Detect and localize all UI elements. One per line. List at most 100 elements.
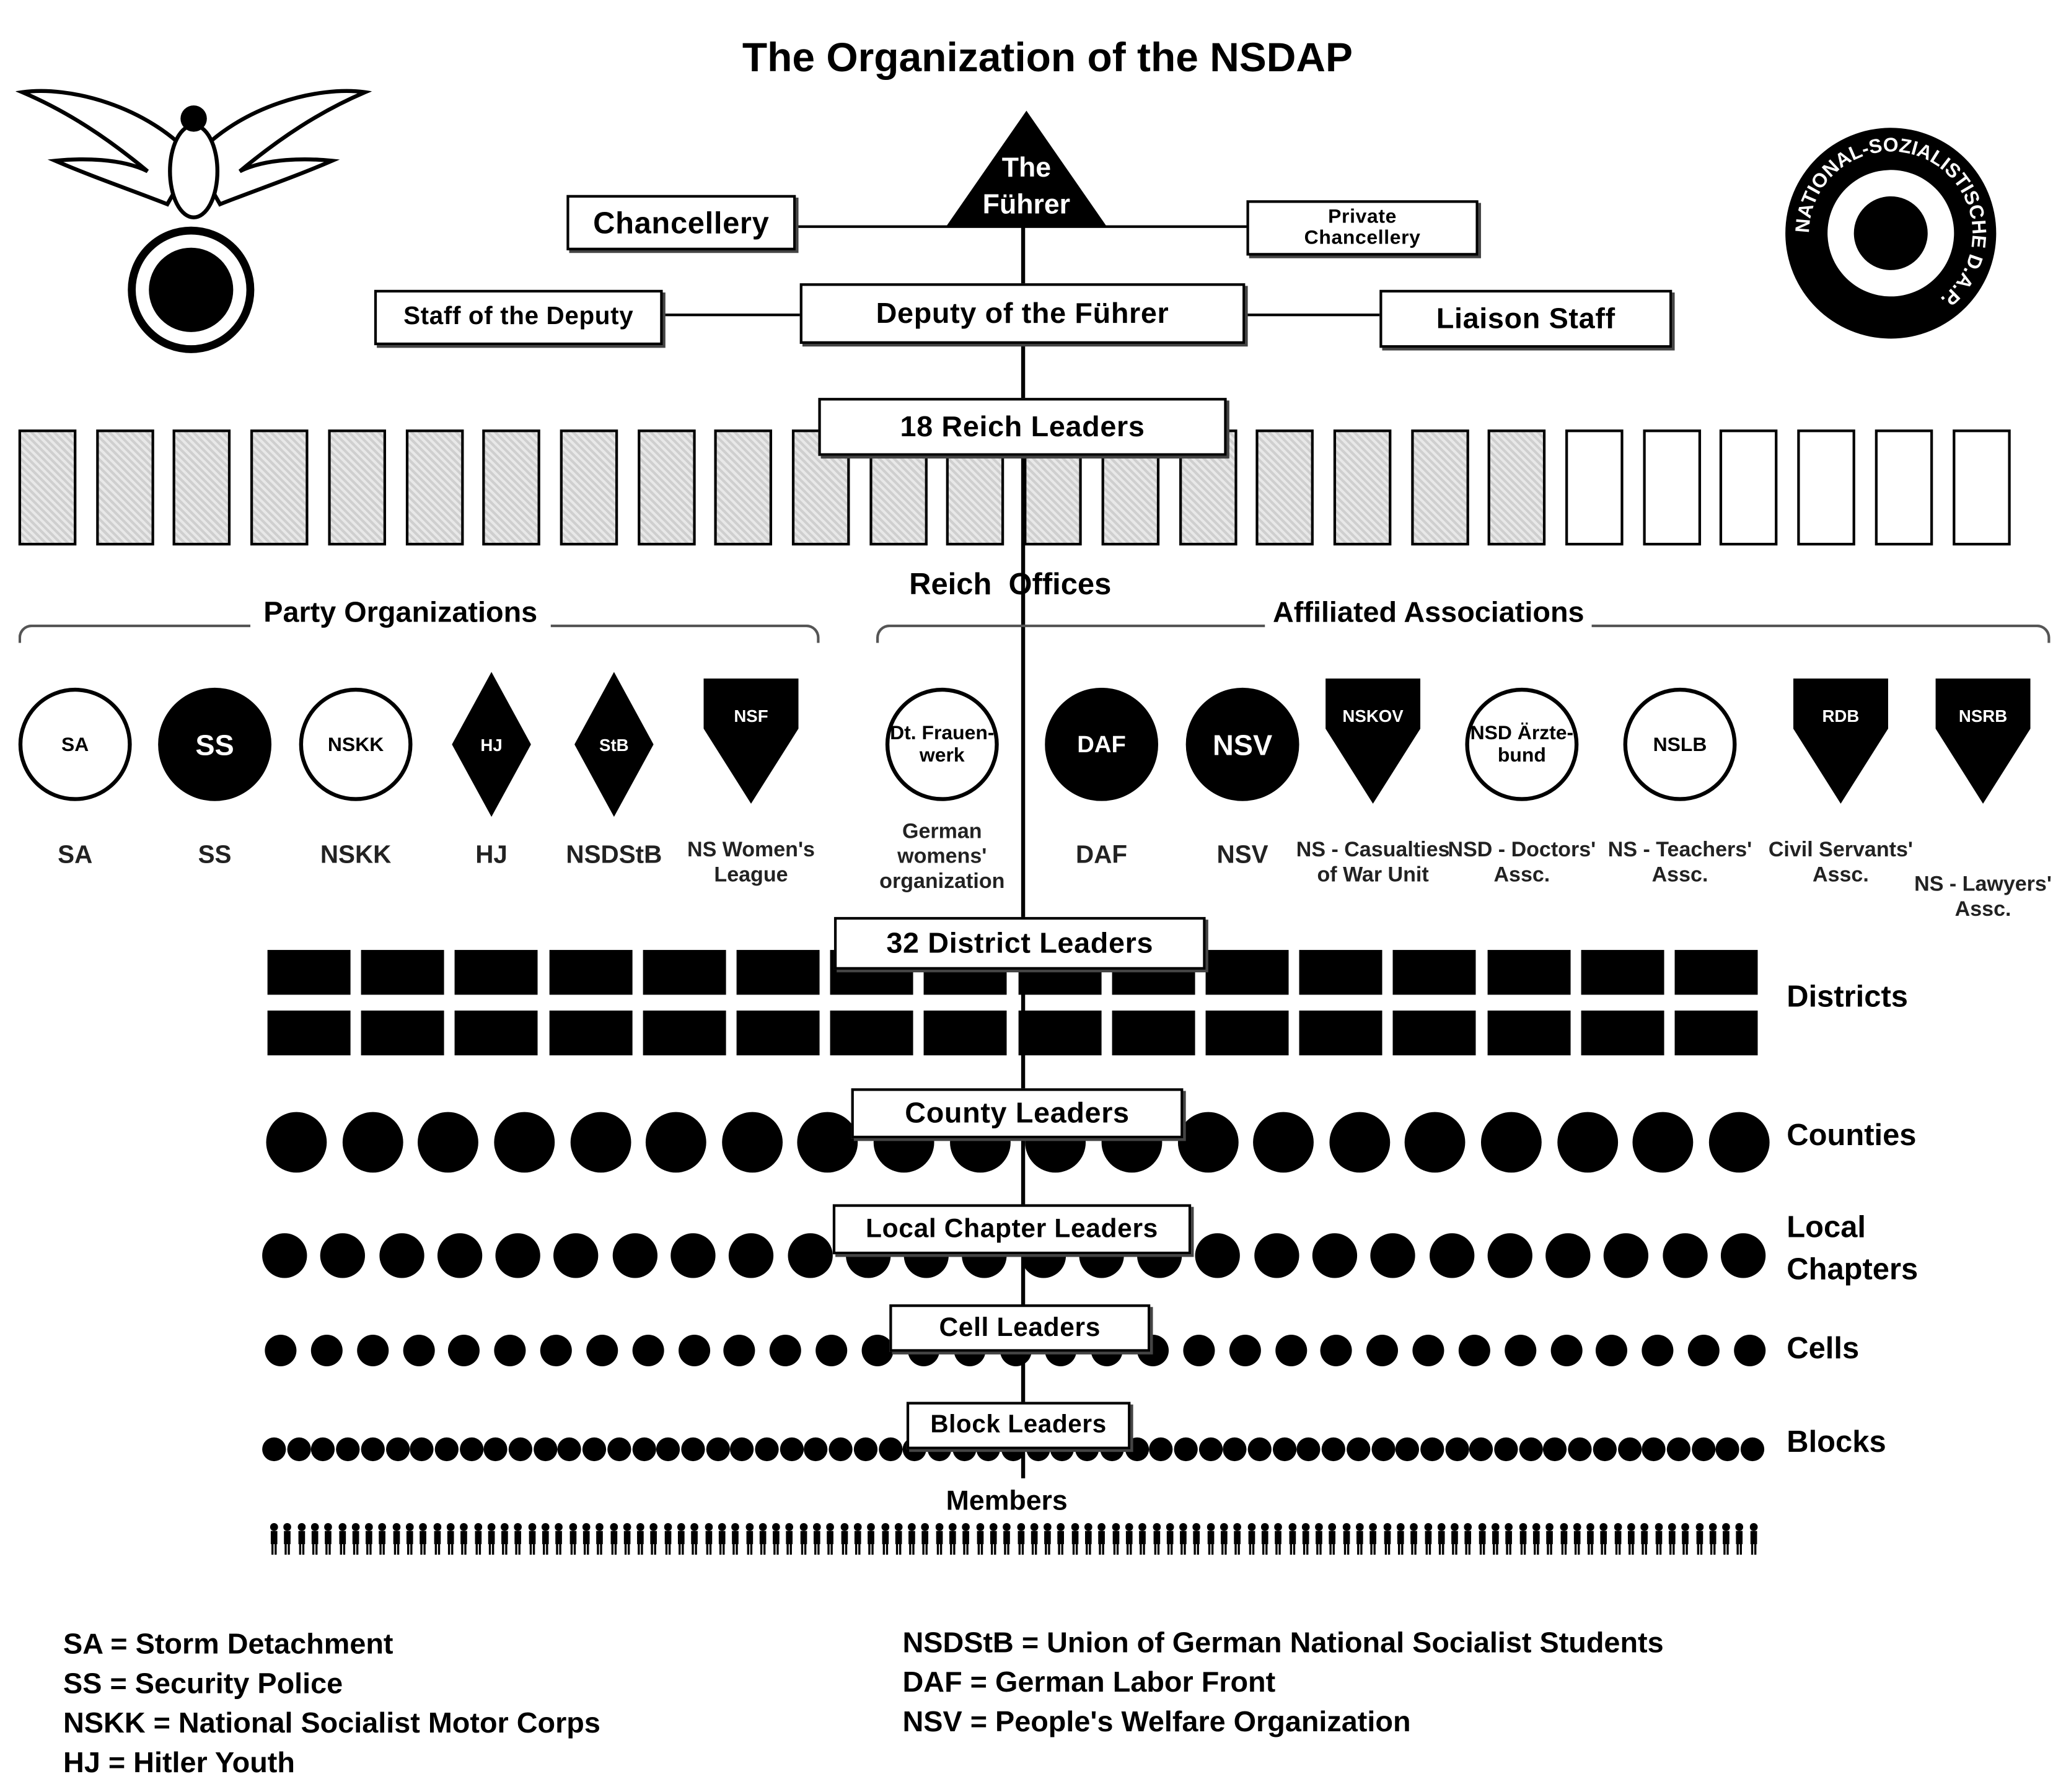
member-person-icon	[1071, 1523, 1079, 1555]
cell-dot	[1412, 1334, 1444, 1366]
emblem-nsv-icon: NSV	[1185, 687, 1299, 801]
district-block	[924, 1010, 1008, 1056]
county-leaders-box: County Leaders	[851, 1088, 1184, 1139]
block-dot	[780, 1437, 804, 1462]
cell-dot	[1229, 1334, 1261, 1366]
member-person-icon	[1423, 1523, 1432, 1555]
member-person-icon	[867, 1523, 876, 1555]
cell-dot	[310, 1334, 343, 1366]
block-dot	[1223, 1437, 1247, 1462]
member-person-icon	[487, 1523, 496, 1555]
county-dot	[1253, 1112, 1314, 1173]
local-chapter-dot	[1195, 1233, 1241, 1278]
member-person-icon	[596, 1523, 604, 1555]
fuhrer-label-2: Führer	[983, 189, 1070, 219]
reich-office-box	[250, 429, 309, 546]
block-dot	[311, 1437, 335, 1462]
reich-office-box	[1255, 429, 1314, 546]
cell-leaders-box: Cell Leaders	[889, 1304, 1151, 1352]
member-person-icon	[962, 1523, 970, 1555]
county-dot	[1177, 1112, 1238, 1173]
counties-label: Counties	[1787, 1117, 1917, 1152]
emblem-text: SA	[61, 733, 89, 756]
member-person-icon	[473, 1523, 482, 1555]
district-leaders-box: 32 District Leaders	[833, 916, 1206, 970]
block-dot	[434, 1437, 459, 1462]
emblem-text: NSF	[734, 706, 768, 726]
district-block	[1299, 1010, 1382, 1056]
legend-item: NSDStB = Union of German National Social…	[902, 1625, 1664, 1659]
member-person-icon	[1274, 1523, 1283, 1555]
fuhrer-triangle: The Führer	[946, 110, 1107, 227]
cell-dot	[1596, 1334, 1628, 1366]
local-chapter-dot	[729, 1233, 774, 1278]
organization-label: NS Women's League	[687, 839, 815, 887]
local-chapter-dot	[262, 1233, 307, 1278]
block-dot	[361, 1437, 385, 1462]
block-dot	[1321, 1437, 1346, 1462]
emblem-daf-icon: DAF	[1045, 687, 1159, 801]
member-person-icon	[1097, 1523, 1106, 1555]
member-person-icon	[894, 1523, 903, 1555]
member-person-icon	[1505, 1523, 1513, 1555]
organization-label: SA	[58, 841, 93, 870]
member-person-icon	[1736, 1523, 1744, 1555]
member-person-icon	[1369, 1523, 1378, 1555]
member-person-icon	[1451, 1523, 1459, 1555]
connector-vertical	[1021, 226, 1026, 1478]
local-chapter-dot	[1487, 1233, 1532, 1278]
member-person-icon	[975, 1523, 984, 1555]
county-dot	[418, 1112, 479, 1173]
member-person-icon	[1600, 1523, 1608, 1555]
emblem-dt-frauen-werk-icon: Dt. Frauen- werk	[885, 687, 999, 801]
district-block	[1205, 1010, 1289, 1056]
member-person-icon	[704, 1523, 713, 1555]
member-person-icon	[1342, 1523, 1350, 1555]
cells-label: Cells	[1787, 1330, 1860, 1365]
member-person-icon	[935, 1523, 943, 1555]
member-person-icon	[1301, 1523, 1310, 1555]
member-person-icon	[948, 1523, 957, 1555]
emblem-text: Dt. Frauen- werk	[890, 722, 995, 767]
block-dot	[582, 1437, 607, 1462]
cell-dot	[494, 1334, 526, 1366]
member-person-icon	[1260, 1523, 1269, 1555]
reich-office-box	[1642, 429, 1701, 546]
cell-dot	[678, 1334, 710, 1366]
local-chapter-dot	[1254, 1233, 1299, 1278]
local-chapter-dot	[437, 1233, 482, 1278]
county-dot	[1557, 1112, 1618, 1173]
local-chapter-dot	[1604, 1233, 1649, 1278]
member-person-icon	[853, 1523, 862, 1555]
cell-dot	[815, 1334, 848, 1366]
county-dot	[646, 1112, 707, 1173]
block-dot	[533, 1437, 557, 1462]
county-dot	[1633, 1112, 1694, 1173]
legend-item: NSV = People's Welfare Organization	[902, 1705, 1411, 1738]
member-person-icon	[1695, 1523, 1703, 1555]
cell-dot	[448, 1334, 480, 1366]
block-dot	[681, 1437, 705, 1462]
members-label: Members	[946, 1486, 1068, 1518]
district-block	[643, 950, 726, 995]
chart-title: The Organization of the NSDAP	[742, 34, 1353, 81]
emblem-text: NSRB	[1958, 706, 2008, 726]
chancellery-box: Chancellery	[566, 195, 796, 250]
legend-right: NSDStB = Union of German National Social…	[903, 1623, 1664, 1742]
cell-dot	[540, 1334, 572, 1366]
emblem-nslb-icon: NSLB	[1623, 687, 1737, 801]
block-dot	[262, 1437, 286, 1462]
fuhrer-label-1: The	[1002, 152, 1051, 183]
emblem-text: NSV	[1212, 727, 1273, 761]
emblem-nskov-icon: NSKOV	[1325, 679, 1421, 804]
block-dot	[558, 1437, 582, 1462]
district-block	[455, 1010, 538, 1056]
block-dot	[1198, 1437, 1223, 1462]
district-block	[1018, 1010, 1101, 1056]
cell-dot	[1550, 1334, 1582, 1366]
cell-dot	[1688, 1334, 1720, 1366]
block-dot	[755, 1437, 779, 1462]
block-dot	[1247, 1437, 1272, 1462]
reich-office-box	[405, 429, 464, 546]
block-dot	[1371, 1437, 1395, 1462]
